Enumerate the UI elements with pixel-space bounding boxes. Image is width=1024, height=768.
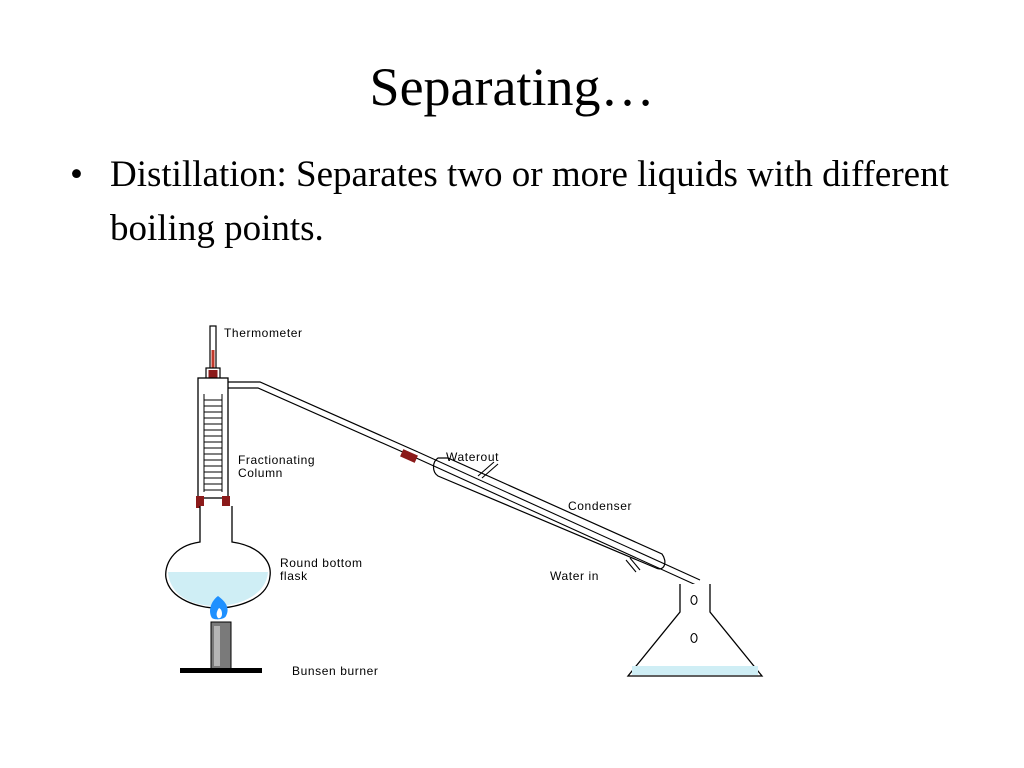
distillate-drop	[690, 632, 698, 644]
distillate-drop	[690, 594, 698, 606]
water-out-nozzle	[477, 461, 495, 477]
top-stopper-core	[208, 370, 218, 379]
label-fractionating-column: Column	[238, 466, 283, 480]
conical-flask-liquid	[632, 666, 758, 675]
label-water-out: Waterout	[446, 450, 499, 464]
side-arm-bottom	[228, 387, 415, 458]
bullet-marker: •	[70, 154, 83, 195]
thermometer-mercury	[211, 350, 215, 384]
flask-liquid	[168, 572, 268, 606]
slide-title: Separating…	[369, 57, 655, 117]
bullet-list: • Distillation: Separates two or more li…	[70, 148, 950, 255]
flame-outer	[210, 596, 228, 620]
burner-base	[180, 668, 262, 673]
label-water-in: Water in	[550, 569, 599, 583]
water-in-nozzle	[625, 559, 637, 573]
conical-flask	[626, 584, 764, 677]
column-body	[197, 377, 229, 499]
fractionating-column	[197, 377, 229, 499]
condenser	[400, 449, 701, 586]
bullet-item: • Distillation: Separates two or more li…	[70, 148, 950, 255]
round-bottom-flask	[165, 506, 271, 609]
label-round-bottom-flask: flask	[280, 569, 308, 583]
column-stopper-left	[196, 496, 204, 508]
label-thermometer: Thermometer	[224, 326, 303, 340]
distillation-diagram: Thermometer Fractionating Column Waterou…	[165, 325, 764, 678]
side-arm-top	[228, 381, 419, 453]
bullet-text: Distillation: Separates two or more liqu…	[110, 154, 949, 249]
label-round-bottom-flask: Round bottom	[280, 556, 363, 570]
condenser-inner-top	[417, 451, 701, 581]
condenser-inner-bottom	[413, 456, 697, 586]
label-condenser: Condenser	[568, 499, 632, 513]
flame	[210, 596, 228, 620]
label-fractionating-column: Fractionating	[238, 453, 315, 467]
column-packing	[204, 399, 222, 491]
burner-highlight	[214, 626, 220, 666]
flame-inner	[216, 608, 222, 619]
conical-flask-outline	[626, 584, 764, 677]
column-stopper-right	[222, 496, 230, 508]
bunsen-burner	[180, 621, 262, 673]
condenser-stopper	[400, 449, 418, 463]
label-bunsen-burner: Bunsen burner	[292, 664, 379, 678]
